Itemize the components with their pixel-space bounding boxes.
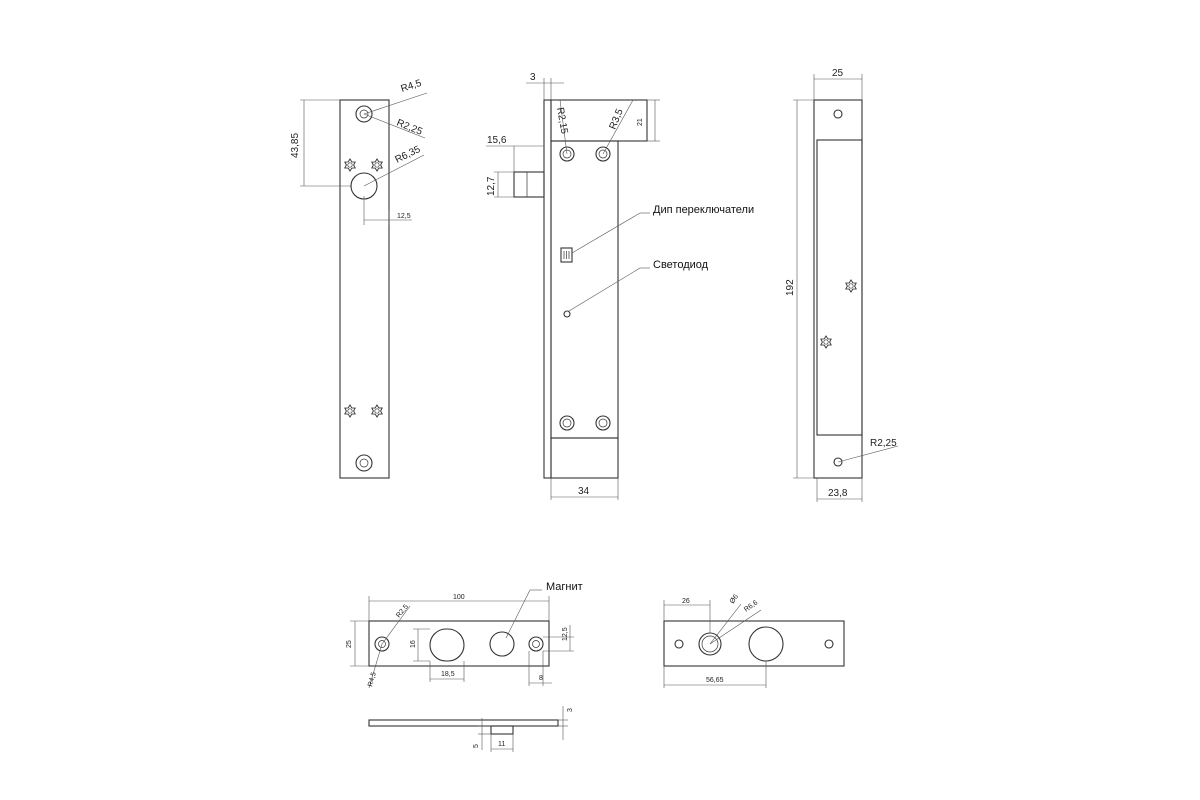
led-icon — [563, 310, 571, 318]
dim-width-top: 25 — [832, 68, 844, 79]
dim-distance: 56,65 — [706, 677, 724, 684]
dim-slot-height: 16 — [410, 640, 417, 648]
dip-switch-label: Дип переключатели — [653, 204, 754, 216]
dim-r-small: R4,5 — [400, 78, 424, 95]
torx-screw-icon — [820, 335, 832, 349]
strike-side-view: 3 5 11 — [368, 706, 574, 752]
dim-height: 25 — [346, 640, 353, 648]
torx-screw-icon — [371, 158, 383, 172]
dim-hole-offset: 8 — [539, 675, 543, 682]
dim-pin-length: 15,6 — [487, 135, 507, 146]
dim-pin-height: 12,7 — [486, 176, 497, 196]
dim-r-left: R2,15 — [554, 107, 570, 136]
dim-r-big: R6,35 — [393, 144, 422, 166]
led-label: Светодиод — [653, 259, 709, 271]
dim-width: 34 — [578, 486, 590, 497]
right-view: 25 192 R2,25 23,8 — [785, 68, 899, 502]
dim-r-inner: R2,25 — [395, 118, 424, 138]
plate-view: 26 Ø6 R6,6 56,65 — [663, 593, 845, 688]
left-view: R4,5 R2,25 R6,35 43,85 12,5 — [290, 78, 428, 479]
dim-top-offset: 3 — [530, 72, 536, 83]
dim-diameter: Ø6 — [729, 593, 740, 605]
dim-r-label: R6,6 — [743, 599, 759, 613]
strike-view: 100 25 R2,5 R4,5 16 18,5 Магнит 12,5 8 — [346, 581, 583, 689]
dim-r-right: R3,5 — [608, 107, 626, 131]
dim-slot-width: 18,5 — [441, 671, 455, 678]
magnet-label: Магнит — [546, 581, 583, 593]
dim-height: 43,85 — [290, 133, 301, 158]
dim-length: 100 — [453, 594, 465, 601]
dim-offset: 12,5 — [397, 213, 411, 220]
torx-screw-icon — [344, 404, 356, 418]
dim-pin-width: 11 — [498, 741, 505, 748]
dim-thickness: 3 — [567, 708, 574, 712]
dim-top-height: 21 — [637, 118, 644, 126]
torx-screw-icon — [344, 158, 356, 172]
torx-screw-icon — [845, 279, 857, 293]
dip-switch-icon — [560, 247, 573, 263]
dim-hole-height: 12,5 — [562, 627, 569, 641]
dim-pin-height: 5 — [473, 744, 480, 748]
dim-height: 192 — [785, 279, 796, 296]
dim-offset: 26 — [682, 598, 690, 605]
torx-screw-icon — [371, 404, 383, 418]
dim-r-top: R2,5 — [395, 603, 410, 619]
dim-r-hole: R2,25 — [870, 438, 897, 449]
magnet-icon — [489, 631, 515, 657]
middle-view: 3 R2,15 R3,5 21 15,6 12,7 34 Дип переклю… — [486, 72, 754, 500]
dim-width-bottom: 23,8 — [828, 488, 848, 499]
dim-r-bottom: R4,5 — [367, 671, 378, 687]
